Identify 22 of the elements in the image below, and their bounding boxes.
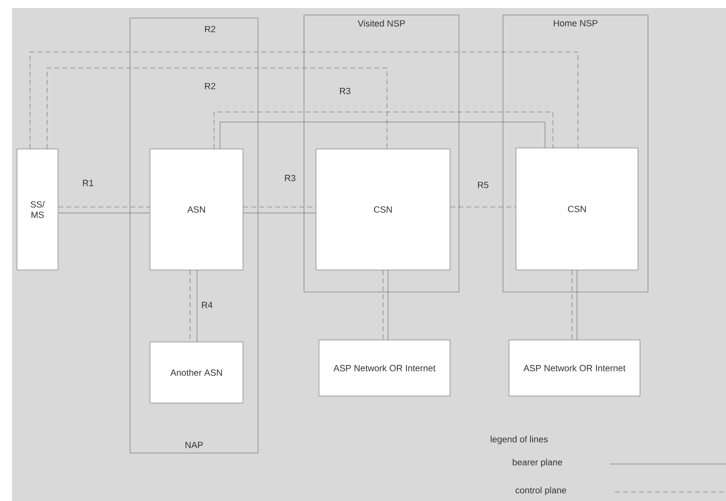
connector-line: [214, 112, 554, 149]
entity-box: CSN: [316, 148, 450, 270]
legend-heading: legend of lines: [490, 436, 548, 444]
connector-line: [220, 122, 546, 149]
entity-box: SS/ MS: [16, 148, 58, 270]
connector-line: [243, 206, 316, 208]
entity-box: Another ASN: [150, 342, 244, 404]
legend-text: control plane: [516, 486, 566, 496]
connector-line: [30, 52, 578, 149]
connector-line: [58, 212, 150, 214]
connector-line: [243, 212, 316, 214]
connector-line: [576, 270, 578, 340]
connector-line: [450, 206, 516, 208]
connector-line: [46, 68, 388, 149]
legend-text: bearer plane: [512, 458, 562, 468]
entity-box: ASN: [150, 148, 244, 270]
network-box: ASP Network OR Internet: [318, 340, 450, 396]
connector-line: [382, 270, 384, 340]
connector-line: [58, 206, 150, 208]
connector-line: [196, 270, 198, 342]
network-box: ASP Network OR Internet: [508, 340, 640, 396]
entity-box: CSN: [516, 148, 638, 270]
